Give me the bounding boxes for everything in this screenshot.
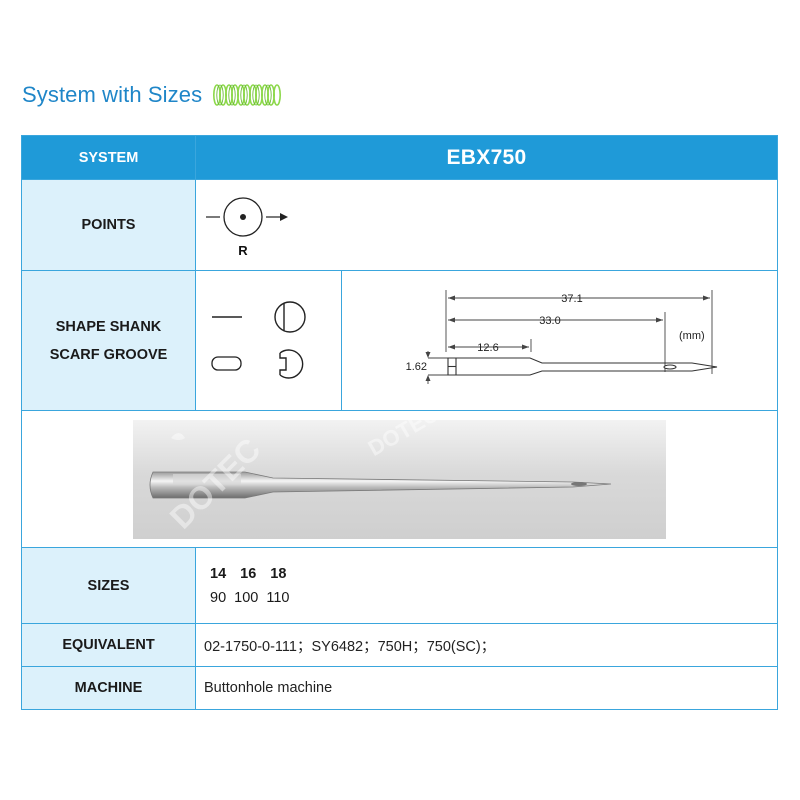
system-value: EBX750 <box>195 135 778 180</box>
shank-diameter-label: 1.62 <box>406 361 427 373</box>
sizes-singer: 14 16 18 <box>210 562 777 586</box>
shank-flat-icon <box>274 301 306 333</box>
dotec-watermark-logo: DOTEC DOTEC <box>163 420 443 536</box>
machine-row: MACHINE Buttonhole machine <box>21 666 778 710</box>
shape-label-line2: SCARF GROOVE <box>49 346 168 363</box>
size-singer-item: 14 <box>210 565 227 582</box>
machine-label: MACHINE <box>21 666 196 710</box>
shape-label-line1: SHAPE SHANK <box>55 318 162 335</box>
dimension-cell: 37.1 33.0 12.6 1.62 (mm) <box>341 270 778 411</box>
section-heading: System with Sizes <box>22 78 284 112</box>
points-label: POINTS <box>21 179 196 271</box>
needle-dimension-diagram: 37.1 33.0 12.6 1.62 (mm) <box>406 290 718 384</box>
svg-text:DOTEC: DOTEC <box>364 420 443 461</box>
size-singer-item: 16 <box>240 565 257 582</box>
spring-icon <box>213 84 282 106</box>
point-diagram: R <box>206 197 288 258</box>
groove-icon <box>279 349 304 379</box>
needle-outline <box>447 357 718 376</box>
points-row: POINTS R <box>21 179 778 271</box>
equivalent-label: EQUIVALENT <box>21 623 196 667</box>
section-title: System with Sizes <box>22 82 203 107</box>
machine-value: Buttonhole machine <box>195 666 778 710</box>
size-metric-item: 110 <box>266 589 290 606</box>
point-code: R <box>238 243 248 258</box>
needle-body <box>149 471 612 498</box>
sizes-label: SIZES <box>21 547 196 624</box>
round-point-icon <box>206 197 288 237</box>
sizes-cell: 14 16 18 90 100 110 <box>195 547 778 624</box>
shape-row: SHAPE SHANK SCARF GROOVE <box>21 270 778 411</box>
shank-length-label: 12.6 <box>477 342 498 354</box>
spec-table: SYSTEM EBX750 POINTS R SHAPE SHANK SCARF… <box>21 135 778 710</box>
shape-icons-cell <box>195 270 342 411</box>
sizes-metric: 90 100 110 <box>210 586 777 610</box>
needle-photo: DOTEC DOTEC <box>133 419 666 539</box>
system-row: SYSTEM EBX750 <box>21 135 778 180</box>
equivalent-value: 02-1750-0-111；SY6482；750H；750(SC)； <box>195 623 778 667</box>
needle-flat <box>173 473 241 484</box>
size-singer-item: 18 <box>270 565 287 582</box>
system-label: SYSTEM <box>21 135 196 180</box>
photo-cell: DOTEC DOTEC <box>21 410 778 548</box>
points-cell: R <box>195 179 778 271</box>
shape-label: SHAPE SHANK SCARF GROOVE <box>21 270 196 411</box>
total-length-label: 37.1 <box>561 293 582 305</box>
size-metric-item: 90 <box>210 589 227 606</box>
photo-row: DOTEC DOTEC <box>21 410 778 548</box>
size-metric-item: 100 <box>234 589 259 606</box>
needle-eye <box>571 481 587 486</box>
shank-shape-icons <box>211 301 306 379</box>
equivalent-row: EQUIVALENT 02-1750-0-111；SY6482；750H；750… <box>21 623 778 667</box>
sizes-row: SIZES 14 16 18 90 100 110 <box>21 547 778 624</box>
scarf-icon <box>211 356 242 371</box>
blade-length-label: 33.0 <box>539 315 560 327</box>
unit-label: (mm) <box>679 330 705 342</box>
